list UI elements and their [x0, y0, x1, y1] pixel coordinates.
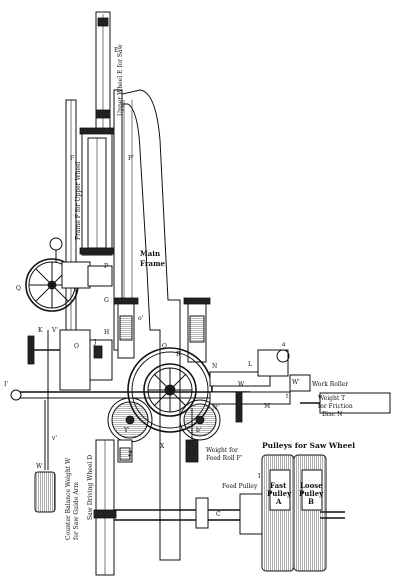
- label-x: X: [160, 443, 165, 450]
- label-main-frame-2: Frame: [140, 259, 165, 268]
- label-i-prime: I': [4, 381, 8, 388]
- label-f-left: F: [70, 155, 74, 162]
- label-z: Z: [128, 451, 132, 458]
- label-p: P: [104, 263, 108, 270]
- label-weight-t-1: Weight T: [318, 395, 345, 402]
- label-counter-balance-2: for Saw Guide Arm: [73, 482, 80, 540]
- counterweight-w: [34, 400, 56, 513]
- label-q: Q: [16, 285, 21, 292]
- label-feed-pulley: Feed Pulley: [222, 483, 258, 490]
- label-loose-pulley-1: Loose: [300, 481, 323, 490]
- label-weight-t-3: Disc N: [322, 411, 342, 418]
- lower-column: [93, 439, 117, 576]
- feed-roll-weight: [117, 408, 199, 463]
- label-g: G: [104, 297, 109, 304]
- label-t: t: [286, 393, 289, 400]
- label-e: E: [114, 47, 118, 54]
- label-loose-pulley-2: Pulley: [299, 489, 324, 498]
- label-weight-t-2: for Friction: [318, 403, 353, 410]
- label-y-prime: Y': [123, 427, 130, 434]
- label-i: I: [258, 473, 261, 480]
- drive-shaft: [114, 493, 345, 535]
- label-fast-pulley-3: A: [275, 497, 282, 506]
- label-h: H: [104, 329, 109, 336]
- saw-column: [95, 11, 111, 133]
- label-n: N: [212, 363, 217, 370]
- spindles: [113, 297, 211, 363]
- label-work-roller: Work Roller: [312, 381, 348, 388]
- label-r: R: [176, 351, 181, 358]
- label-fast-pulley-2: Pulley: [267, 489, 292, 498]
- label-pulleys-title: Pulleys for Saw Wheel: [262, 441, 355, 450]
- label-loose-pulley-3: B: [308, 497, 314, 506]
- label-f-right: F': [128, 155, 134, 162]
- label-saw-driving-wheel: Saw Driving Wheel D: [87, 455, 94, 520]
- label-o-left: O: [74, 343, 79, 350]
- pulley-b: [293, 454, 327, 572]
- label-a: a: [282, 341, 286, 348]
- label-v-lower: v': [51, 435, 57, 442]
- label-w-weight: W: [36, 463, 43, 470]
- label-l: L: [248, 361, 252, 368]
- label-w-mid: W: [238, 381, 245, 388]
- label-j: J: [93, 339, 97, 346]
- label-main-frame-1: Main: [140, 249, 160, 258]
- label-w-prime: W': [292, 379, 300, 386]
- label-m: M: [264, 403, 270, 410]
- upper-wheel-frame: [65, 99, 115, 341]
- label-c: C: [216, 511, 221, 518]
- feed-shaft: [209, 349, 391, 423]
- label-o-prime: o': [138, 315, 144, 322]
- label-n-prime: N': [212, 405, 219, 412]
- label-b-prime: b': [196, 427, 202, 434]
- pulley-a: [261, 454, 295, 572]
- feed-gear-r: [127, 347, 213, 433]
- label-weight-feed-2: Feed Roll F': [206, 455, 243, 462]
- label-o-center: O: [162, 343, 167, 350]
- label-upper-wheel-e: Upper Wheel E for Saw: [117, 43, 124, 116]
- label-k-left: K: [38, 327, 43, 334]
- hand-wheel-q[interactable]: [25, 237, 113, 312]
- label-fast-pulley-1: Fast: [270, 481, 287, 490]
- label-counter-balance-1: Counter Balance Weight W: [65, 457, 72, 540]
- guide-arm-assembly: [10, 329, 250, 470]
- label-frame-f: Frame F for Upper Wheel: [75, 161, 82, 240]
- label-weight-feed-1: Weight for: [206, 447, 238, 454]
- lower-gears: [107, 397, 221, 443]
- label-v-prime: V': [51, 327, 58, 334]
